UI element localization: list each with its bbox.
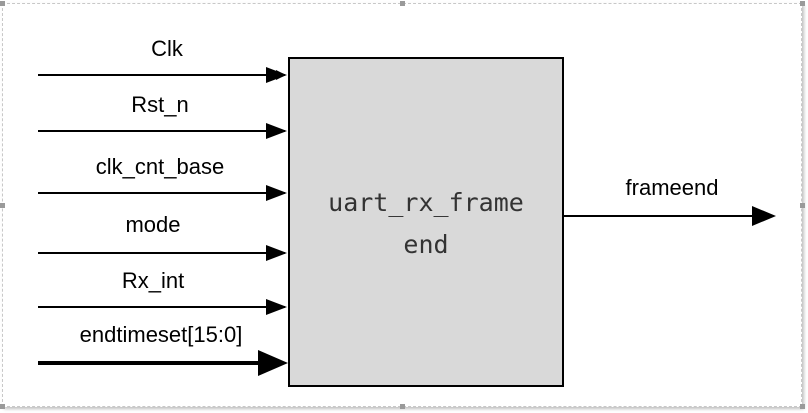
resize-handle-top-right[interactable] <box>800 1 805 6</box>
input-bus-arrowhead-endtimeset <box>258 350 288 376</box>
resize-handle-top-left[interactable] <box>0 1 5 6</box>
resize-handle-bottom-left[interactable] <box>0 404 5 409</box>
input-label-rx-int: Rx_int <box>121 268 185 293</box>
resize-handle-bottom-right[interactable] <box>800 404 805 409</box>
input-label-mode: mode <box>125 212 181 237</box>
input-label-clk: Clk <box>151 36 183 61</box>
module-block <box>288 57 564 387</box>
resize-handle-top[interactable] <box>400 1 405 6</box>
output-label-frameend: frameend <box>625 175 719 200</box>
input-arrowhead-clk <box>266 67 287 83</box>
input-label-clk-cnt-base: clk_cnt_base <box>95 154 225 179</box>
input-arrowhead-rx-int <box>266 299 287 315</box>
resize-handle-right[interactable] <box>800 203 805 208</box>
input-arrowhead-clk-cnt-base <box>266 185 287 201</box>
module-name-line1: uart_rx_frame <box>328 188 524 217</box>
input-label-endtimeset: endtimeset[15:0] <box>79 322 243 347</box>
resize-handle-left[interactable] <box>0 203 5 208</box>
module-name-line2: end <box>403 230 448 259</box>
resize-handle-bottom[interactable] <box>400 404 405 409</box>
output-arrowhead-frameend <box>752 206 776 226</box>
input-label-rst-n: Rst_n <box>131 92 189 117</box>
input-arrowhead-mode <box>266 245 287 261</box>
input-arrowhead-rst-n <box>266 123 287 139</box>
